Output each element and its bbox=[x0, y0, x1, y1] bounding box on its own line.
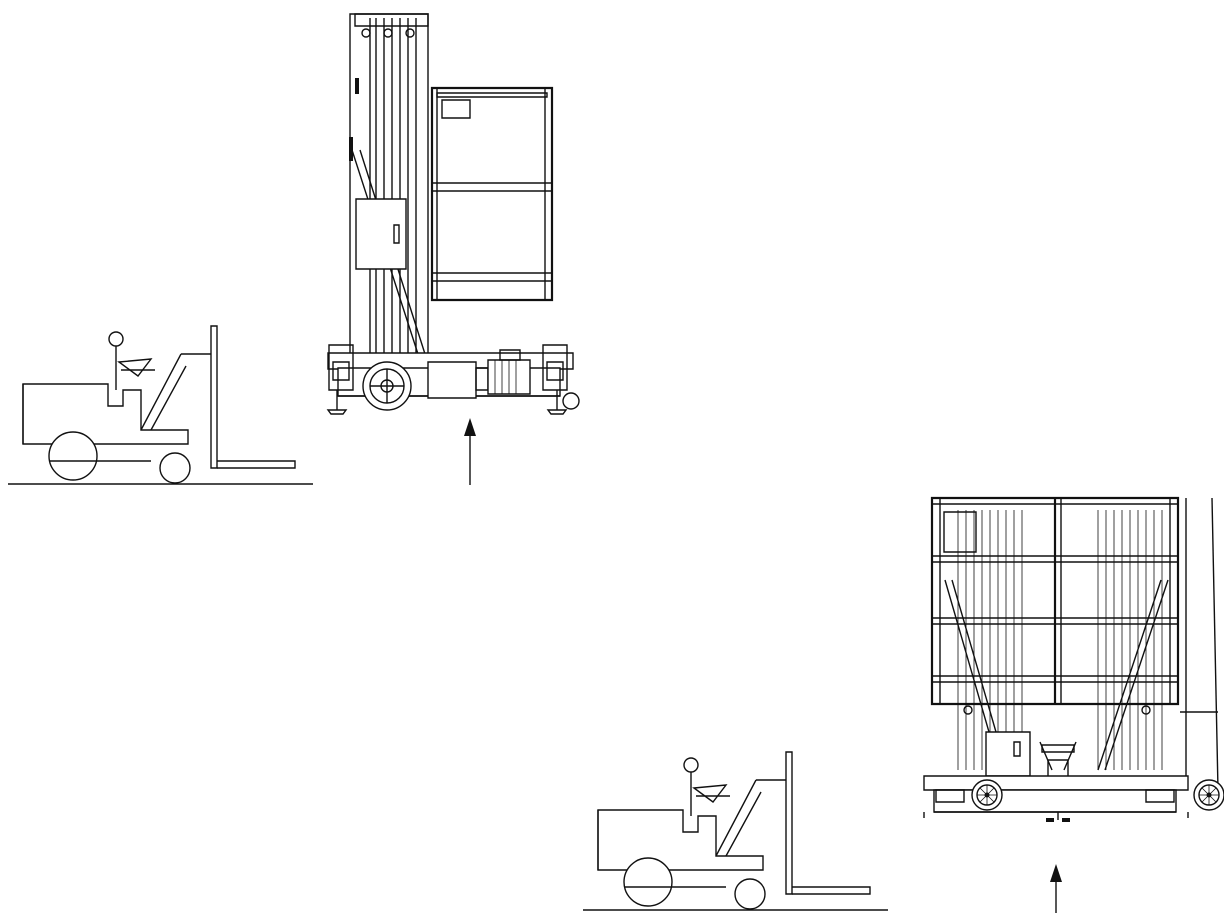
mast-lift-dual bbox=[924, 498, 1224, 822]
diagram-panel-top bbox=[7, 14, 579, 485]
diagram-panel-bottom bbox=[582, 498, 1224, 913]
mast-lift-single bbox=[328, 14, 579, 414]
forklift-top bbox=[7, 325, 314, 485]
forklift-bottom bbox=[582, 751, 889, 911]
lift-point-arrow-bottom bbox=[1050, 864, 1062, 913]
lift-point-arrow-top bbox=[464, 418, 476, 485]
